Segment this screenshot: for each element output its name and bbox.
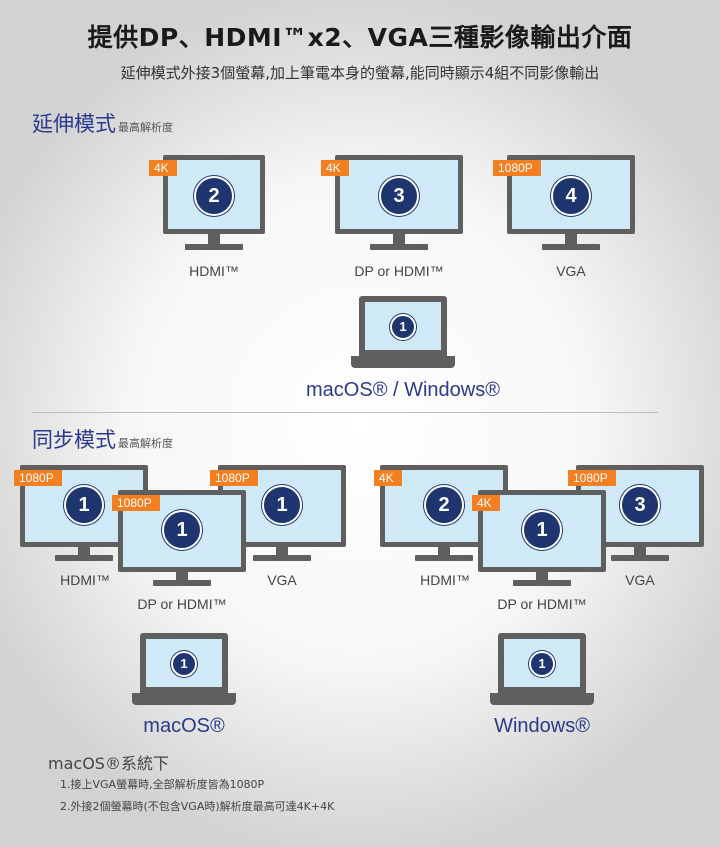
display-number-badge: 1 <box>162 510 202 550</box>
resolution-badge: 4K <box>321 160 349 176</box>
monitor-base <box>153 580 211 586</box>
monitor-stand <box>208 234 220 244</box>
laptop-base <box>132 693 236 705</box>
mirror-right-laptop: 1 <box>490 633 594 711</box>
resolution-badge: 4K <box>472 495 500 511</box>
mirror-left-laptop: 1 <box>132 633 236 711</box>
display-number-badge: 1 <box>171 651 197 677</box>
resolution-badge: 4K <box>149 160 177 176</box>
monitor-stand <box>438 547 450 555</box>
mirror-section-note: 最高解析度 <box>118 437 173 450</box>
resolution-badge: 4K <box>374 470 402 486</box>
display-number-badge: 1 <box>529 651 555 677</box>
mirror-left-port-label: DP or HDMI™ <box>137 596 227 612</box>
mirror-right-port-label: HDMI™ <box>420 572 470 588</box>
mirror-left-port-label: VGA <box>267 572 297 588</box>
monitor-stand <box>634 547 646 555</box>
mirror-left-port-label: HDMI™ <box>60 572 110 588</box>
extended-section-heading: 延伸模式最高解析度 <box>32 108 173 138</box>
extended-section-title: 延伸模式 <box>32 112 116 136</box>
notes-item: 1.接上VGA螢幕時,全部解析度皆為1080P <box>60 778 265 791</box>
monitor-base <box>542 244 600 250</box>
mirror-right-port-label: DP or HDMI™ <box>497 596 587 612</box>
display-number-badge: 1 <box>522 510 562 550</box>
monitor-stand <box>393 234 405 244</box>
monitor-base <box>513 580 571 586</box>
mirror-section-title: 同步模式 <box>32 428 116 452</box>
page-subtitle: 延伸模式外接3個螢幕,加上筆電本身的螢幕,能同時顯示4組不同影像輸出 <box>120 64 600 82</box>
monitor-base <box>253 555 311 561</box>
display-number-badge: 3 <box>379 176 419 216</box>
extended-laptop: 1 <box>351 296 455 374</box>
display-number-badge: 4 <box>551 176 591 216</box>
monitor-stand <box>78 547 90 555</box>
monitor-stand <box>565 234 577 244</box>
notes-heading: macOS®系統下 <box>48 754 169 773</box>
extended-port-label: DP or HDMI™ <box>354 263 444 279</box>
page-title: 提供DP、HDMI™x2、VGA三種影像輸出介面 <box>87 23 633 52</box>
resolution-badge: 1080P <box>568 470 616 486</box>
resolution-badge: 1080P <box>112 495 160 511</box>
resolution-badge: 1080P <box>210 470 258 486</box>
monitor-base <box>415 555 473 561</box>
laptop-base <box>351 356 455 368</box>
display-number-badge: 3 <box>620 485 660 525</box>
display-number-badge: 1 <box>390 314 416 340</box>
laptop-base <box>490 693 594 705</box>
section-divider <box>32 412 658 413</box>
mirror-right-os-label: Windows® <box>494 715 590 737</box>
display-number-badge: 1 <box>262 485 302 525</box>
extended-port-label: VGA <box>556 263 586 279</box>
extended-section-note: 最高解析度 <box>118 121 173 134</box>
monitor-stand <box>176 572 188 580</box>
monitor-base <box>55 555 113 561</box>
mirror-left-os-label: macOS® <box>143 715 225 737</box>
extended-port-label: HDMI™ <box>189 263 239 279</box>
display-number-badge: 1 <box>64 485 104 525</box>
resolution-badge: 1080P <box>493 160 541 176</box>
display-number-badge: 2 <box>424 485 464 525</box>
notes-item: 2.外接2個螢幕時(不包含VGA時)解析度最高可達4K+4K <box>60 800 335 813</box>
mirror-section-heading: 同步模式最高解析度 <box>32 424 173 454</box>
extended-os-label: macOS® / Windows® <box>306 379 500 401</box>
monitor-base <box>185 244 243 250</box>
monitor-base <box>370 244 428 250</box>
monitor-stand <box>536 572 548 580</box>
mirror-right-port-label: VGA <box>625 572 655 588</box>
monitor-stand <box>276 547 288 555</box>
resolution-badge: 1080P <box>14 470 62 486</box>
display-number-badge: 2 <box>194 176 234 216</box>
monitor-base <box>611 555 669 561</box>
